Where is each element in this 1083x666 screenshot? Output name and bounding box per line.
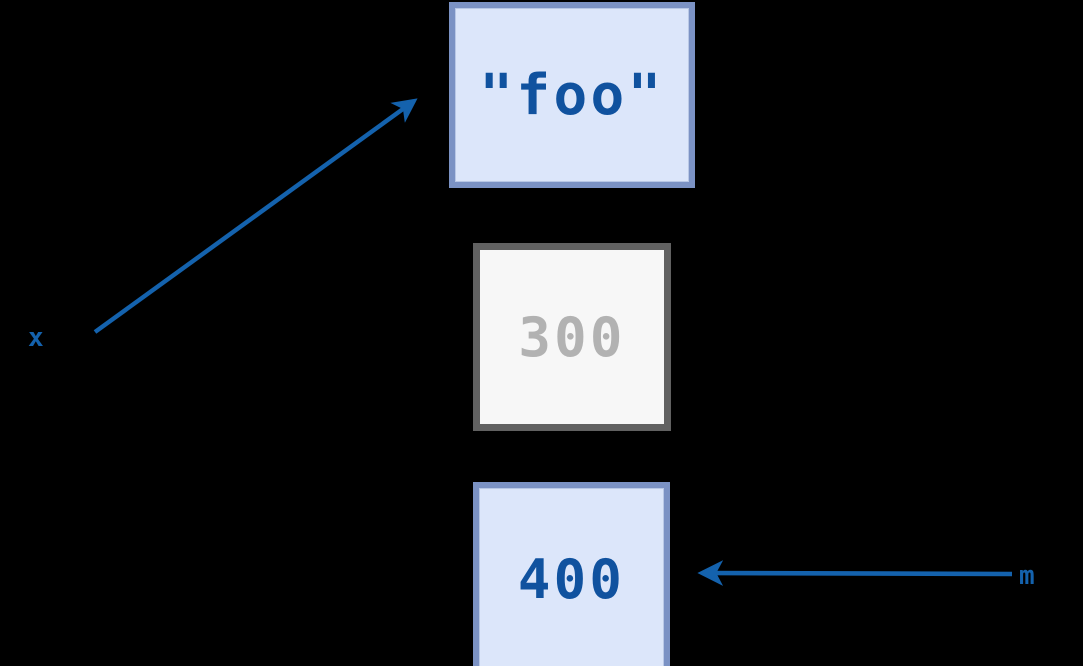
value-box-300[interactable]: 300 [473,243,671,431]
arrow-right-to-400 [697,560,1013,586]
arrow-left-to-foo [93,98,418,334]
variable-label-right: m [1019,561,1035,591]
value-box-foo[interactable]: "foo" [449,2,695,188]
value-box-400-text: 400 [517,548,626,611]
value-box-400[interactable]: 400 [473,482,670,666]
value-box-foo-text: "foo" [479,62,665,128]
variable-label-left: x [28,323,44,353]
value-box-300-text: 300 [518,305,626,369]
